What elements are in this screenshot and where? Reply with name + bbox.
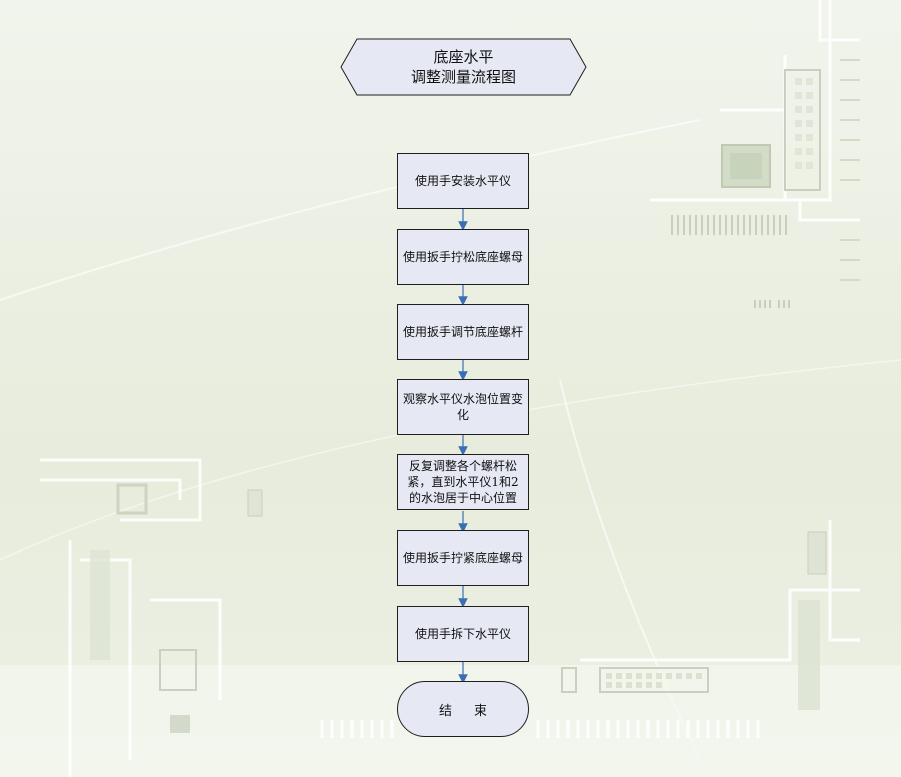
step-remove-level: 使用手拆下水平仪 xyxy=(397,606,529,662)
step-loosen-nut: 使用扳手拧松底座螺母 xyxy=(397,229,529,285)
end-terminator: 结束 xyxy=(397,681,529,737)
title-line-1: 底座水平 xyxy=(433,48,494,66)
title-line-2: 调整测量流程图 xyxy=(410,68,516,86)
title-shape xyxy=(340,38,587,96)
step-install-level: 使用手安装水平仪 xyxy=(397,153,529,209)
step-observe-bubble: 观察水平仪水泡位置变化 xyxy=(397,379,529,435)
step-tighten-nut: 使用扳手拧紧底座螺母 xyxy=(397,530,529,586)
step-adjust-bolt: 使用扳手调节底座螺杆 xyxy=(397,304,529,360)
step-repeat-adjust: 反复调整各个螺杆松紧，直到水平仪1和2的水泡居于中心位置 xyxy=(397,454,529,510)
flowchart-title: 底座水平 调整测量流程图 xyxy=(340,38,587,96)
